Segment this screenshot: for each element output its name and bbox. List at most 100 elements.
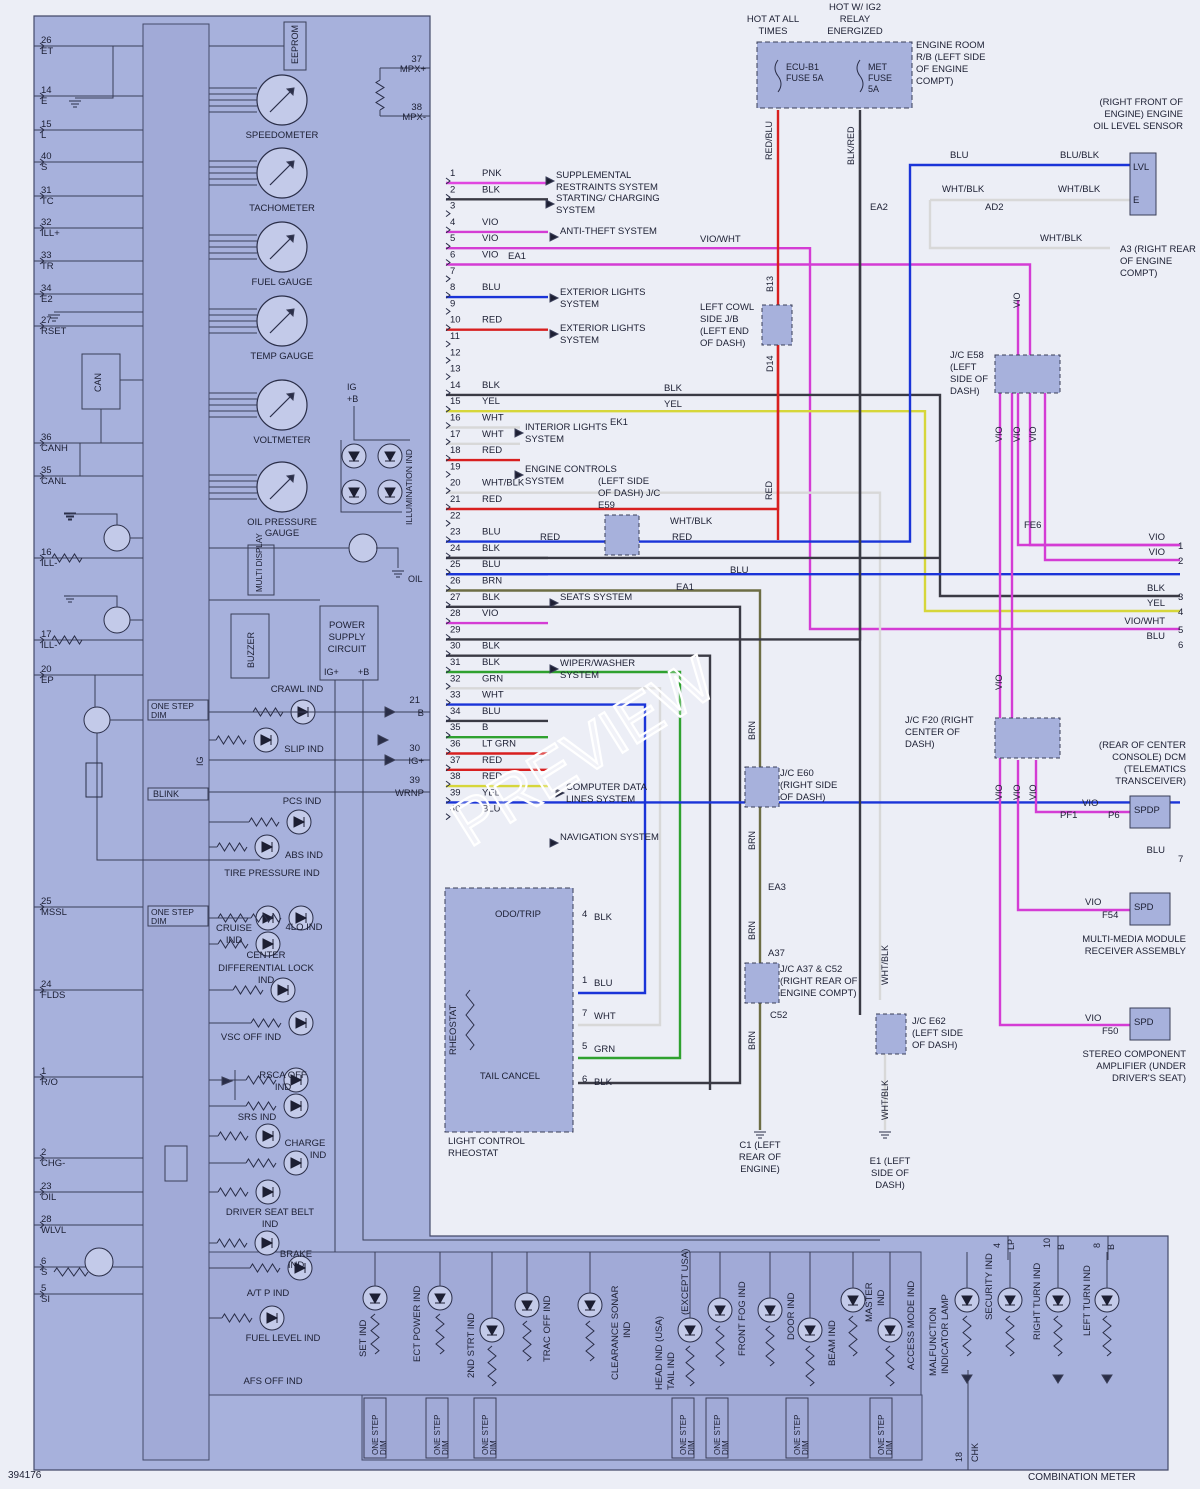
- bottom-pin-number: 8: [1092, 1243, 1102, 1248]
- resistor: [216, 1238, 248, 1248]
- connector-pin-number: 18: [450, 445, 461, 456]
- transistor-icon: [103, 606, 131, 634]
- led-symbol: [434, 1293, 446, 1305]
- pin-chevron: [445, 666, 451, 674]
- left-pin-number: 24: [41, 979, 52, 990]
- transistor-icon: [84, 1247, 114, 1277]
- system-label: SEATS SYSTEM: [560, 592, 632, 603]
- bottom-pin-name: LP: [1006, 1239, 1016, 1250]
- bottom-indicator-label: TAIL IND: [666, 1352, 677, 1390]
- junction-box: [744, 962, 780, 1004]
- dim-label: DIM: [441, 1440, 450, 1455]
- wire-color-label: VIO: [1012, 784, 1022, 800]
- left-pin-name: R/O: [41, 1077, 58, 1088]
- met-fuse-label: MET: [868, 62, 888, 72]
- resistor: [522, 1320, 532, 1362]
- indicator-label: IND: [258, 975, 275, 986]
- diode-icon: [1052, 1374, 1064, 1384]
- ig-label: IG: [347, 382, 357, 392]
- resistor: [221, 1313, 253, 1323]
- light-control-pin: 7: [582, 1008, 587, 1019]
- transistor-icon: [83, 706, 111, 734]
- meter-inner-column: [142, 23, 210, 1461]
- led-symbol: [348, 487, 360, 499]
- indicator-label: CRUISE: [216, 923, 252, 934]
- wire-color-label: WHT/BLK: [1058, 184, 1101, 195]
- wire-color-label: VIO: [994, 674, 1004, 690]
- resistor: [715, 1325, 725, 1367]
- one-step-dim-label: ONE STEP: [151, 907, 194, 917]
- connector-wire-color: LT GRN: [482, 739, 516, 750]
- wire-color-label: BRN: [747, 721, 757, 740]
- wire-color-label: BRN: [747, 1031, 757, 1050]
- pin-chevron: [39, 322, 45, 330]
- diode-icon: [384, 754, 397, 766]
- pin-chevron: [39, 1221, 45, 1229]
- system-label: ENGINE CONTROLS: [525, 464, 617, 475]
- pin-chevron: [445, 454, 451, 462]
- left-pin-number: 34: [41, 283, 52, 294]
- ground-icon: [48, 314, 60, 322]
- pin-chevron: [39, 1073, 45, 1081]
- resistor: [51, 553, 83, 563]
- output-number-label: 3: [1178, 592, 1183, 603]
- resistor: [465, 989, 475, 1051]
- wire-vio: [1043, 390, 1180, 562]
- connector-label: D14: [765, 355, 775, 372]
- junction-box: [875, 1013, 907, 1055]
- system-arrow-icon: [514, 470, 525, 480]
- bottom-indicator-label: 2ND STRT IND: [466, 1313, 477, 1378]
- resistor: [1005, 1315, 1015, 1357]
- left-pin-name: ILL-: [41, 640, 57, 651]
- ground-c1-icon: [754, 1131, 766, 1139]
- gauge-label: TACHOMETER: [249, 203, 315, 214]
- pin-chevron: [445, 291, 451, 299]
- connector-wire-color: RED: [482, 315, 502, 326]
- system-label: EXTERIOR LIGHTS: [560, 323, 646, 334]
- pin-chevron: [445, 601, 451, 609]
- indicator-label: BRAKE: [280, 1249, 312, 1260]
- indicator-label: VSC OFF IND: [221, 1032, 281, 1043]
- left-pin-name: SI: [41, 1294, 50, 1305]
- indicator-label: RSCA OFF: [259, 1070, 307, 1081]
- system-label: SYSTEM: [560, 335, 599, 346]
- left-pin-name: ILL+: [41, 228, 60, 239]
- connector-pin-number: 37: [450, 755, 461, 766]
- junction-label: LEFT COWL: [700, 302, 754, 313]
- connector-wire-color: VIO: [482, 217, 498, 228]
- wire-blu: [446, 703, 647, 995]
- connector-pin-number: 12: [450, 347, 461, 358]
- output-number-label: 1: [1178, 541, 1183, 552]
- right-pin-number: 21: [409, 695, 420, 706]
- pin-chevron: [445, 324, 451, 332]
- connector-wire-color: RED: [482, 771, 502, 782]
- one-step-dim-bottom-box: [705, 1397, 729, 1459]
- led-symbol: [348, 451, 360, 463]
- sensor-title: (RIGHT FRONT OF: [1099, 97, 1183, 108]
- led-symbol: [266, 1312, 279, 1324]
- wire-vio-wht: [446, 246, 1180, 631]
- pin-chevron: [445, 634, 451, 641]
- module-name: SPD: [1134, 1017, 1154, 1028]
- wire-wht-blk: [446, 491, 882, 1000]
- connector-label: FE6: [1024, 520, 1041, 531]
- pin-chevron: [445, 715, 451, 723]
- connector-wire-color: GRN: [482, 673, 503, 684]
- bottom-indicator-label: HEAD IND (USA): [654, 1316, 665, 1390]
- resistor: [232, 985, 264, 995]
- pin-chevron: [445, 356, 451, 364]
- led-symbol: [521, 1300, 533, 1312]
- transistor-icon: [103, 524, 131, 552]
- led-symbol: [384, 487, 396, 499]
- junction-box: [994, 354, 1061, 394]
- ig-plus-label: IG+: [324, 667, 339, 677]
- plus-b-label: +B: [347, 394, 358, 404]
- wire-color-label: BLU: [594, 978, 613, 989]
- connector-label: C52: [770, 1010, 787, 1021]
- power-supply-label: SUPPLY: [329, 632, 366, 643]
- one-step-dim-label: DIM: [151, 916, 167, 926]
- connector-label: EK1: [610, 417, 628, 428]
- connector-wire-color: YEL: [482, 787, 500, 798]
- connector-wire-color: BLK: [482, 184, 501, 195]
- internal-line: [362, 680, 880, 1241]
